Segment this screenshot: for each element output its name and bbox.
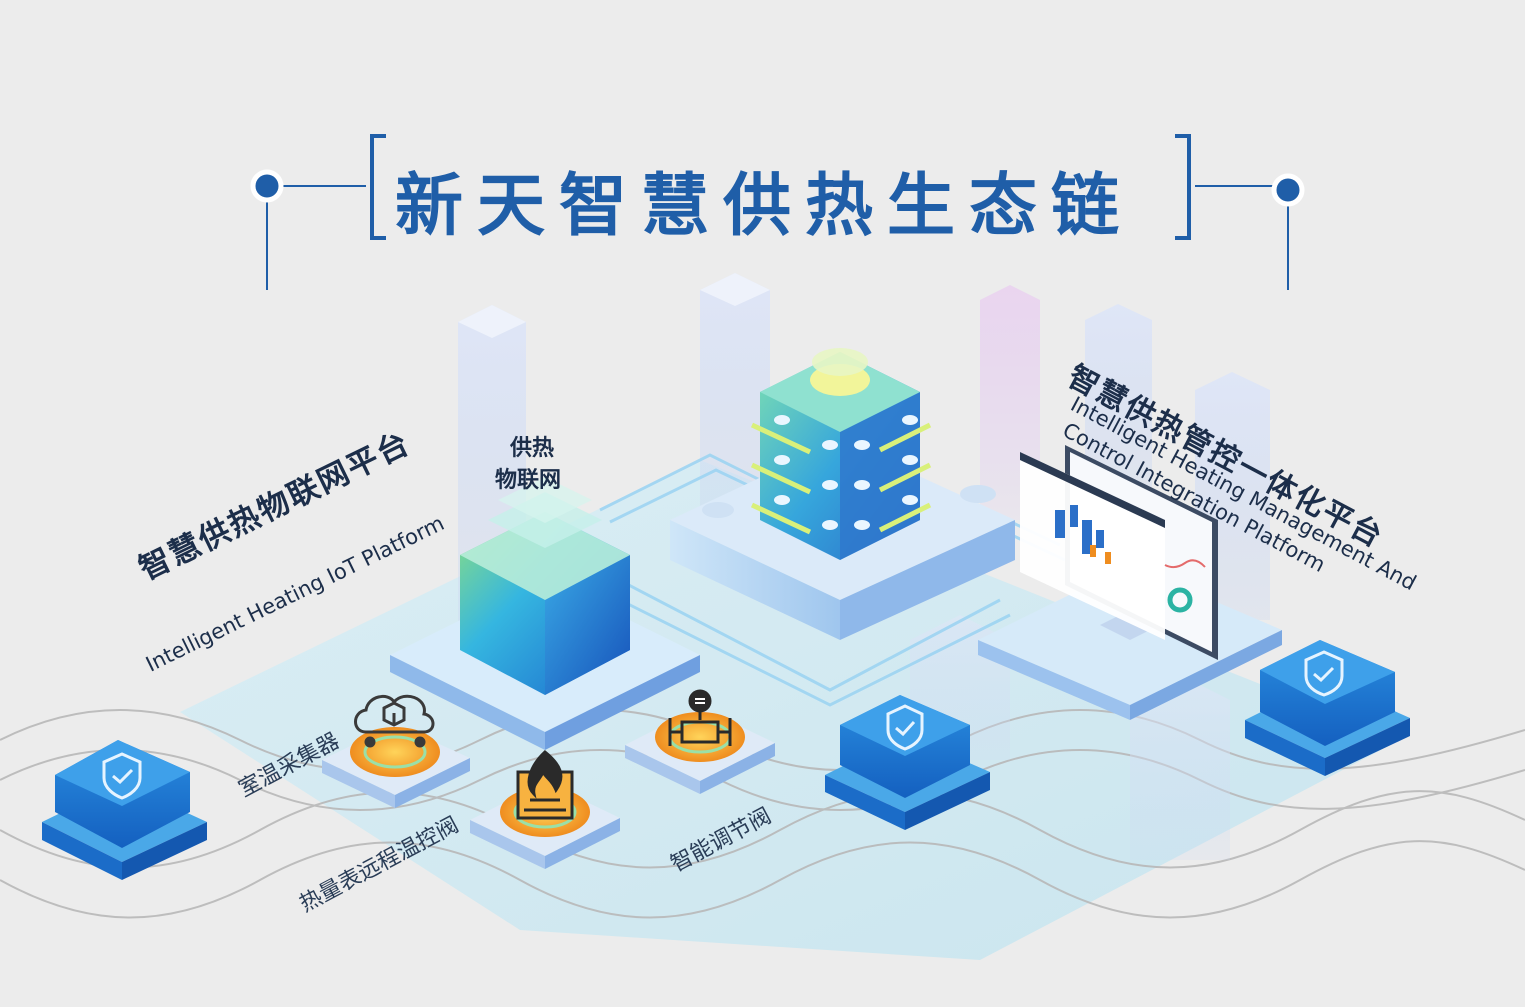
title-dot-right bbox=[1271, 173, 1305, 207]
shield-icon bbox=[1304, 650, 1344, 697]
valve-icon bbox=[668, 689, 732, 746]
shield-icon bbox=[886, 704, 924, 751]
iot-platform-block bbox=[390, 477, 700, 750]
page-title: 新天智慧供热生态链 bbox=[394, 167, 1133, 246]
cloud-cube-icon bbox=[354, 694, 435, 748]
network-label-line2: 物联网 bbox=[495, 468, 562, 493]
device-smart-valve bbox=[625, 707, 775, 794]
center-server-block bbox=[670, 348, 1015, 640]
monitor-icon bbox=[1020, 445, 1218, 660]
shield-cube-left bbox=[42, 740, 207, 880]
title-area: 新天智慧供热生态链 bbox=[0, 0, 1525, 300]
network-label-line1: 供热 bbox=[510, 436, 555, 461]
fire-icon bbox=[516, 750, 574, 820]
title-dot-left bbox=[250, 169, 284, 203]
shield-cube-middle bbox=[825, 695, 990, 830]
shield-icon bbox=[102, 752, 142, 800]
